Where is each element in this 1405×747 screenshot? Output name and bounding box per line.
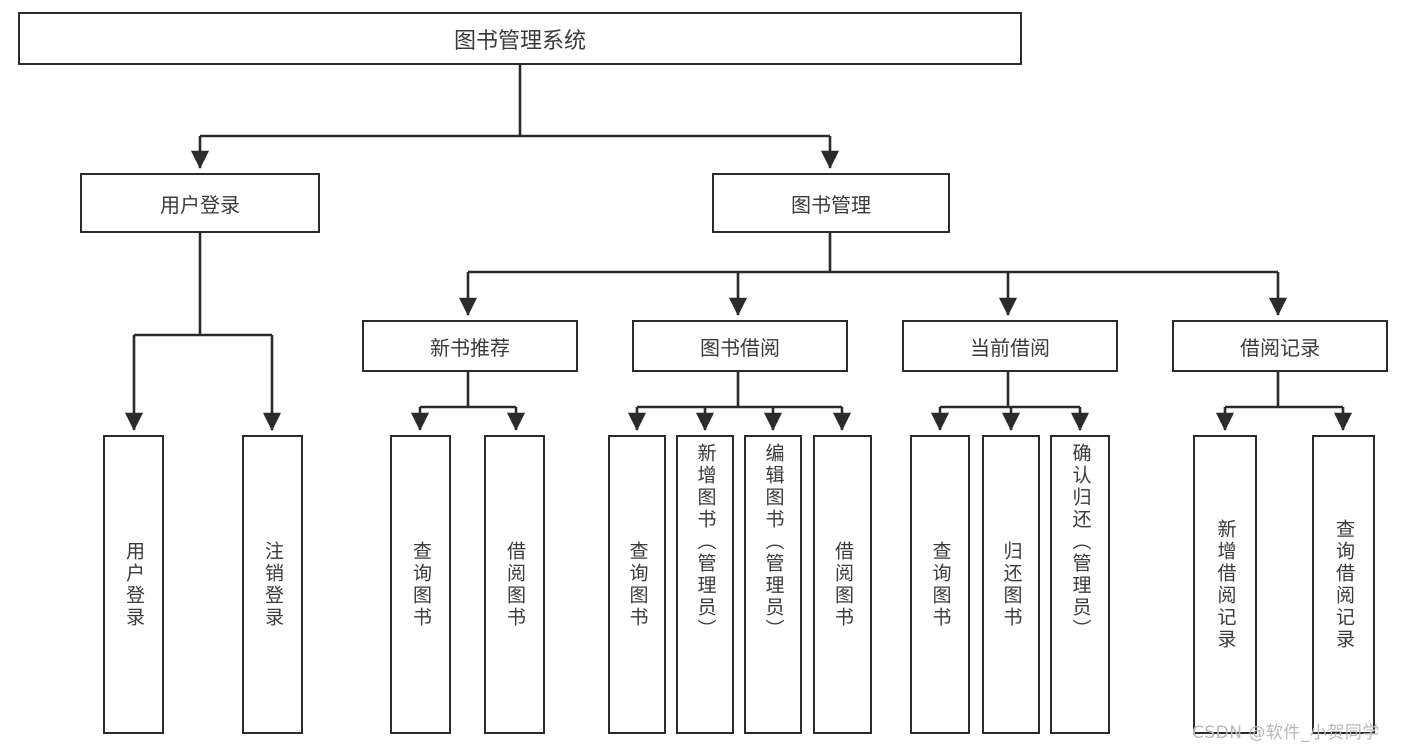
node-leaf-query-borrow-record[interactable]: 查询借阅记录 (1312, 435, 1375, 734)
node-leaf-user-login-label: 用户登录 (123, 540, 145, 629)
csdn-watermark: CSDN @软件_小贺同学 (1192, 723, 1380, 743)
node-leaf-logout-label: 注销登录 (262, 540, 284, 629)
node-borrow-record-label: 借阅记录 (1240, 335, 1320, 360)
node-book-borrow-label: 图书借阅 (700, 335, 780, 360)
node-leaf-borrow-book-1-label: 借阅图书 (504, 540, 526, 629)
node-leaf-query-book-3[interactable]: 查询图书 (910, 435, 970, 734)
node-leaf-user-login[interactable]: 用户登录 (103, 435, 164, 734)
node-leaf-edit-book-admin[interactable]: 编辑图书（管理员） (744, 435, 802, 734)
node-leaf-add-borrow-record[interactable]: 新增借阅记录 (1193, 435, 1257, 734)
node-new-book-recommend-label: 新书推荐 (430, 335, 510, 360)
node-user-login[interactable]: 用户登录 (80, 173, 320, 233)
node-leaf-query-book-2[interactable]: 查询图书 (608, 435, 666, 734)
node-leaf-add-book-admin[interactable]: 新增图书（管理员） (676, 435, 734, 734)
node-current-borrow-label: 当前借阅 (970, 335, 1050, 360)
node-leaf-borrow-book-1[interactable]: 借阅图书 (484, 435, 545, 734)
node-borrow-record[interactable]: 借阅记录 (1172, 320, 1388, 372)
node-leaf-query-book-2-label: 查询图书 (626, 540, 649, 629)
node-book-manage-label: 图书管理 (791, 192, 871, 217)
node-leaf-borrow-book-2-label: 借阅图书 (832, 540, 854, 629)
node-leaf-return-book-label: 归还图书 (1000, 540, 1023, 629)
node-leaf-borrow-book-2[interactable]: 借阅图书 (813, 435, 872, 734)
node-leaf-query-borrow-record-label: 查询借阅记录 (1333, 518, 1355, 651)
node-root-label: 图书管理系统 (453, 28, 586, 54)
node-current-borrow[interactable]: 当前借阅 (902, 320, 1118, 372)
node-book-borrow[interactable]: 图书借阅 (632, 320, 848, 372)
node-leaf-add-book-admin-label: 新增图书（管理员） (694, 443, 717, 641)
node-leaf-query-book-3-label: 查询图书 (929, 540, 952, 629)
node-root[interactable]: 图书管理系统 (18, 12, 1022, 65)
node-book-manage[interactable]: 图书管理 (712, 173, 950, 233)
node-user-login-label: 用户登录 (160, 192, 240, 217)
node-leaf-query-book-1-label: 查询图书 (410, 540, 432, 629)
node-leaf-confirm-return[interactable]: 确认归还（管理员） (1050, 435, 1110, 734)
node-new-book-recommend[interactable]: 新书推荐 (362, 320, 578, 372)
node-leaf-return-book[interactable]: 归还图书 (982, 435, 1040, 734)
node-leaf-add-borrow-record-label: 新增借阅记录 (1214, 518, 1237, 651)
node-leaf-edit-book-admin-label: 编辑图书（管理员） (762, 443, 785, 641)
node-leaf-logout[interactable]: 注销登录 (242, 435, 303, 734)
node-leaf-query-book-1[interactable]: 查询图书 (390, 435, 451, 734)
node-leaf-confirm-return-label: 确认归还（管理员） (1069, 443, 1092, 641)
